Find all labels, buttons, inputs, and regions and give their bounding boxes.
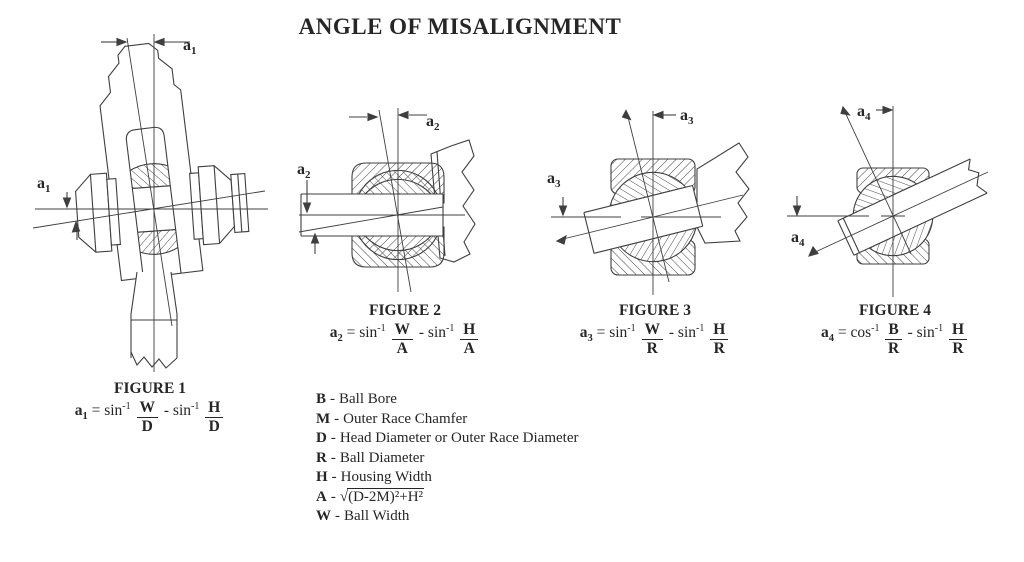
legend-row-r: R-Ball Diameter [316,449,425,466]
angle-label-a4-left: a4 [791,229,805,249]
figure-2-drawing: a2 a2 [297,108,476,293]
figure-4-caption: FIGURE 4 [859,302,931,319]
legend: B-Ball Bore M-Outer Race Chamfer D-Head … [316,390,578,527]
figure-1-caption: FIGURE 1 [114,380,186,397]
angle-label-a1-top: a1 [183,37,197,57]
figure-2-caption: FIGURE 2 [369,302,441,319]
legend-row-w: W-Ball Width [316,508,410,524]
angle-label-a3-top: a3 [680,107,694,127]
angle-label-a3-left: a3 [547,170,561,190]
figure-4-drawing: a4 a4 [787,103,989,297]
legend-row-m: M-Outer Race Chamfer [316,410,468,427]
angle-label-a1-left: a1 [37,175,51,195]
legend-row-h: H-Housing Width [316,469,432,485]
figure-3-caption: FIGURE 3 [619,302,691,319]
page-title: ANGLE OF MISALIGNMENT [298,14,622,39]
figure-1-drawing: a1 a1 [32,34,268,372]
angle-label-a2-left: a2 [297,161,311,181]
angle-label-a4-top: a4 [857,103,871,123]
radicand: (D-2M)²+H² [347,487,425,505]
legend-row-d: D-Head Diameter or Outer Race Diameter [316,430,579,446]
legend-row-b: B-Ball Bore [316,391,397,407]
angle-label-a2-top: a2 [426,113,440,133]
radical-sign: √ [339,488,349,505]
figure-3-drawing: a3 a3 [547,107,750,295]
legend-row-a: A-√(D-2M)²+H² [316,487,425,505]
